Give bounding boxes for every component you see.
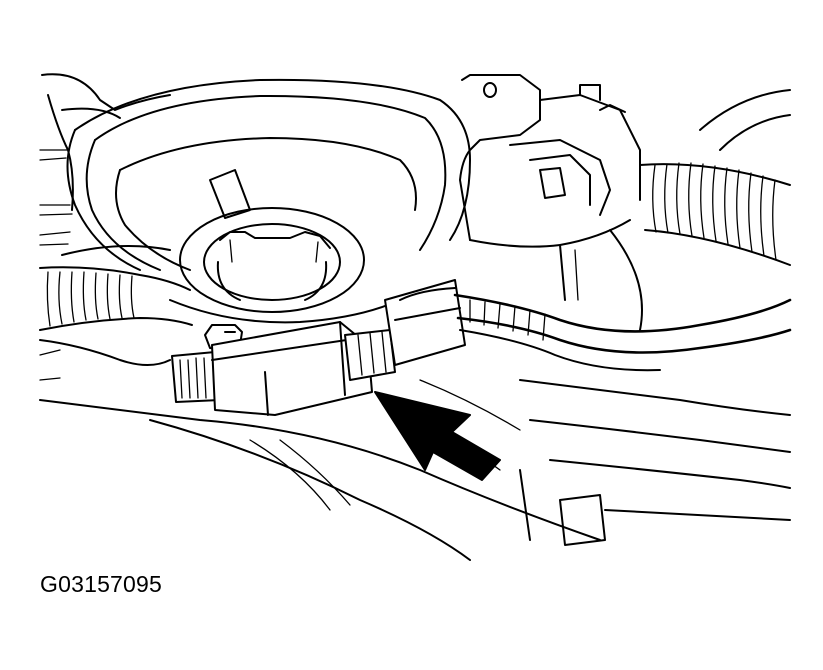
electrical-connector bbox=[171, 279, 466, 416]
corrugated-conduit bbox=[639, 89, 791, 266]
bracket-assembly bbox=[459, 74, 643, 331]
engine-block-outline bbox=[39, 73, 601, 561]
wire-harness bbox=[453, 293, 792, 372]
pulley-housing bbox=[66, 78, 471, 324]
indicator-arrow-icon bbox=[374, 391, 501, 481]
lower-frame bbox=[409, 379, 791, 546]
figure-id-label: G03157095 bbox=[40, 571, 163, 597]
